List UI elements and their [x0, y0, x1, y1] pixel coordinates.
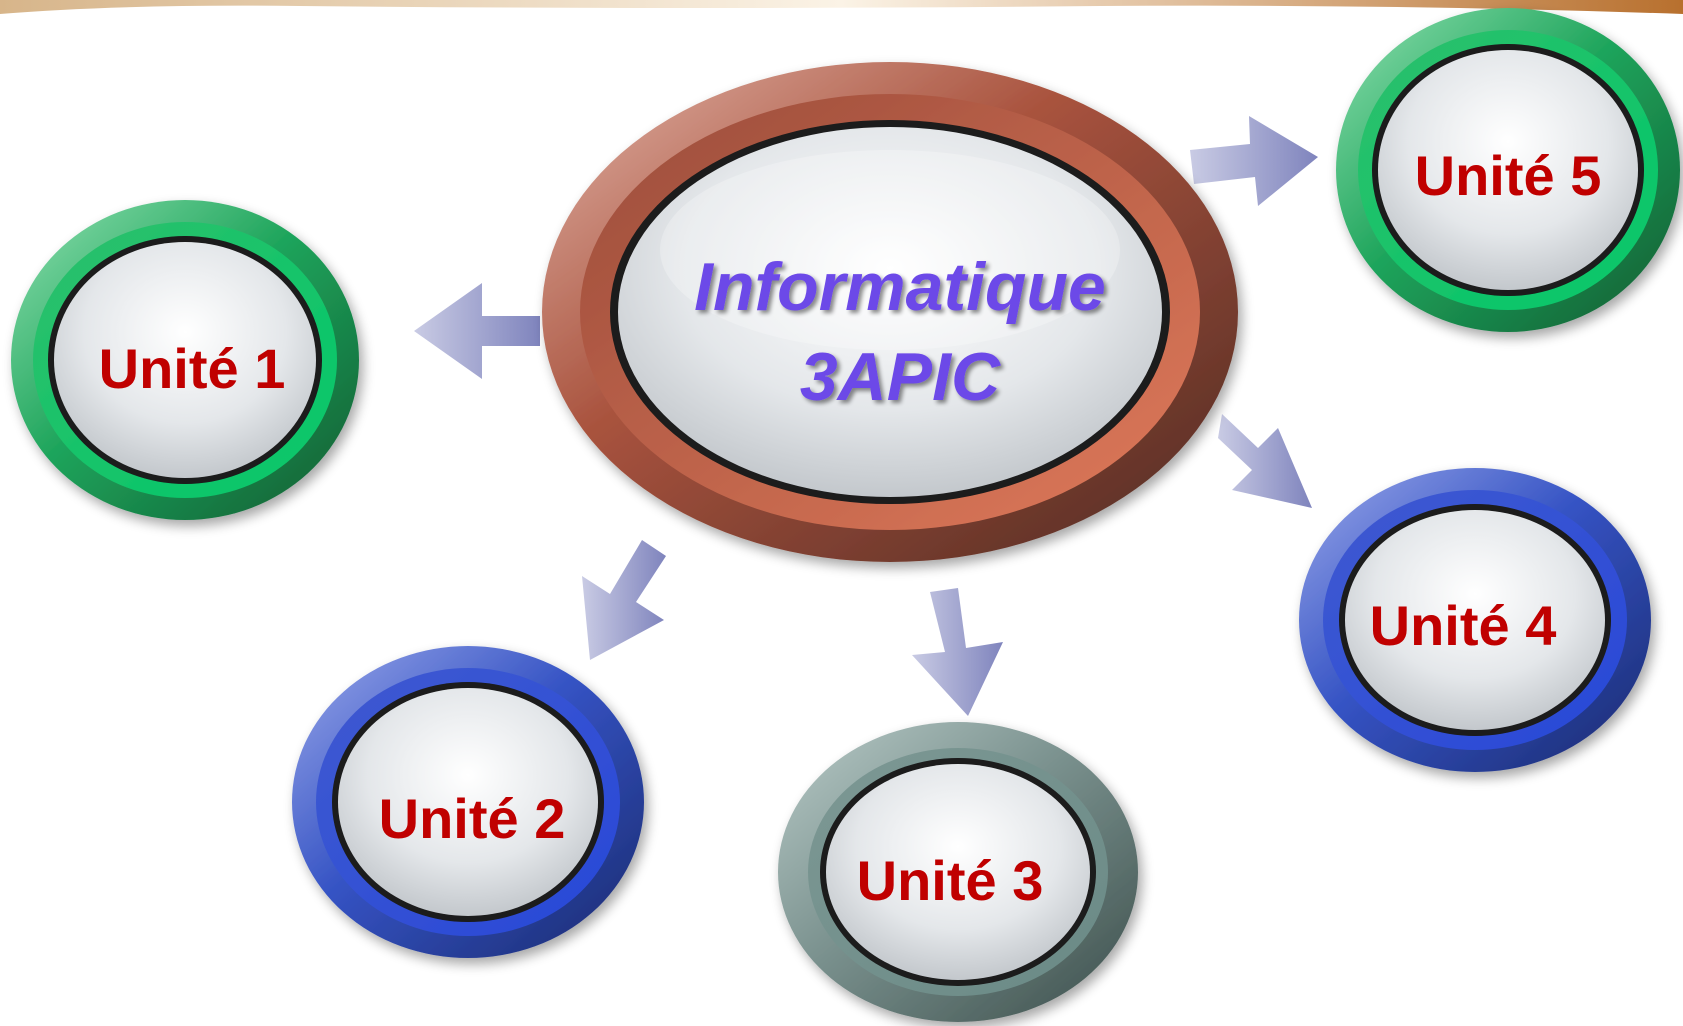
unit-node-4 — [1299, 468, 1651, 772]
top-border-decoration — [0, 0, 1683, 14]
arrow-to-unite-4 — [1218, 414, 1312, 508]
unit-label-3: Unité 3 — [857, 849, 1044, 912]
arrow-to-unite-2 — [582, 540, 666, 660]
unit-node-5 — [1336, 8, 1680, 332]
unit-label-5: Unité 5 — [1415, 144, 1602, 207]
arrow-to-unite-1 — [414, 283, 540, 379]
unit-node-3 — [778, 722, 1138, 1022]
center-title-line-2: 3APIC — [800, 339, 1001, 415]
unit-node-2 — [292, 646, 644, 958]
center-title: Informatique 3APIC — [694, 249, 1106, 415]
center-title-line-1: Informatique — [694, 249, 1106, 325]
unit-label-2: Unité 2 — [379, 787, 566, 850]
unit-label-1: Unité 1 — [99, 337, 286, 400]
unit-node-1 — [11, 200, 359, 520]
unit-label-4: Unité 4 — [1370, 594, 1557, 657]
arrow-to-unite-5 — [1190, 116, 1318, 206]
center-node — [542, 62, 1238, 562]
arrow-to-unite-3 — [912, 588, 1003, 716]
